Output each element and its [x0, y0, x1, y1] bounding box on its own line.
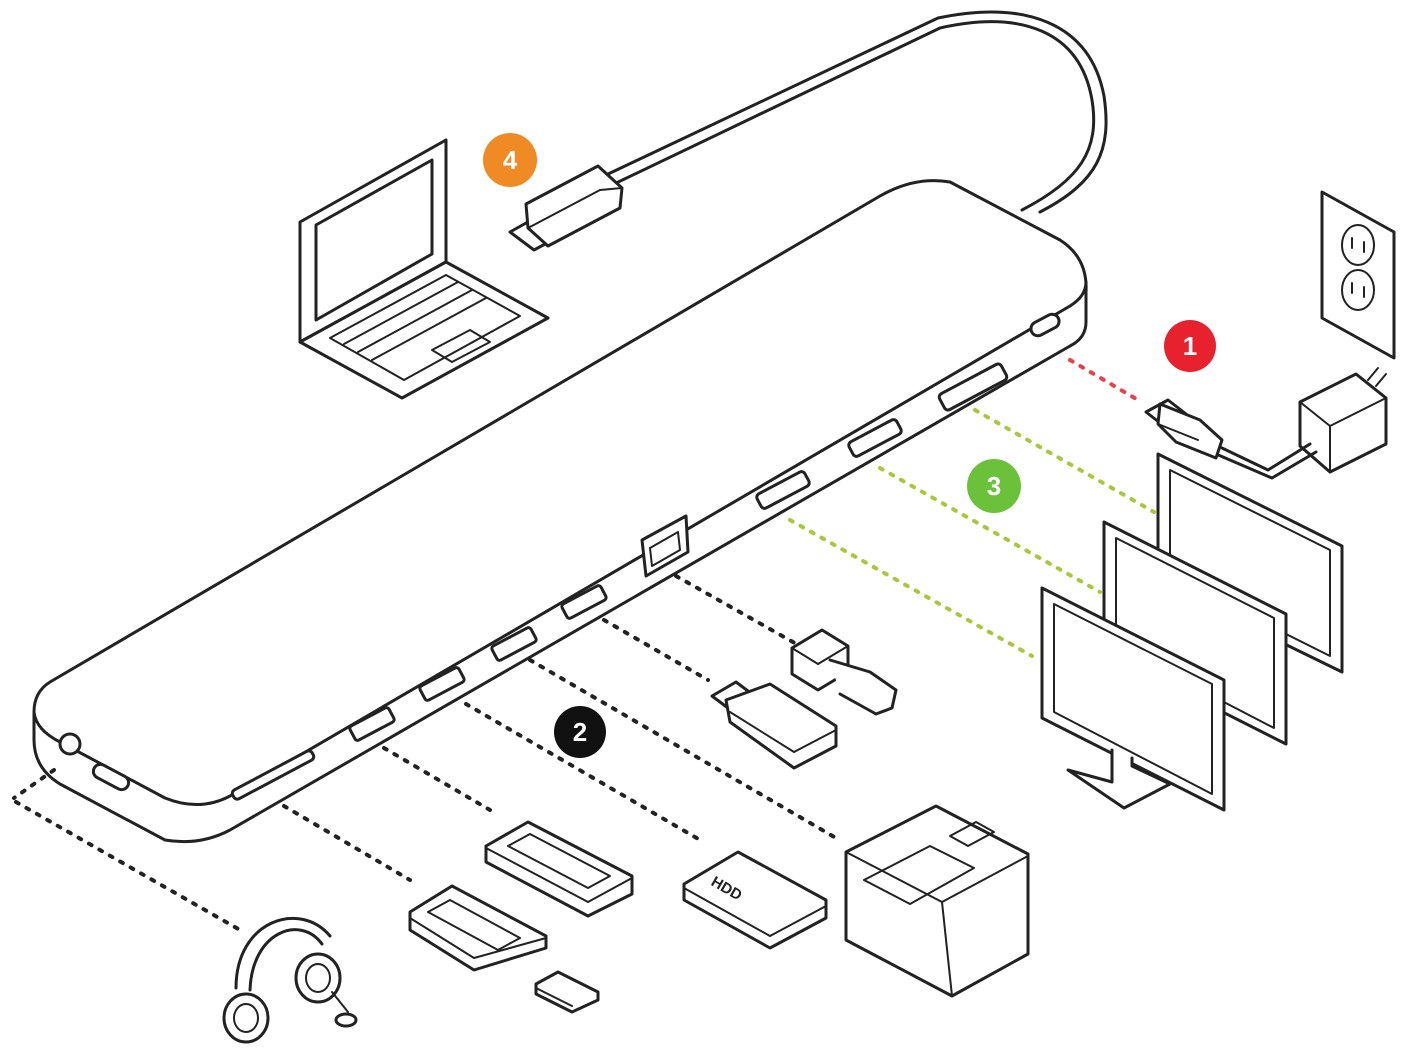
laptop-icon — [298, 138, 550, 400]
badge-1-circle — [1164, 320, 1216, 372]
badge-3-circle — [967, 459, 1021, 513]
badge-2: 2 — [554, 706, 606, 758]
badge-2-circle — [554, 706, 606, 758]
sd-line — [282, 804, 412, 882]
ethernet-line — [674, 574, 802, 648]
display-line-1 — [973, 408, 1156, 514]
smartphone-icon — [484, 820, 634, 918]
badge-3-label: 3 — [987, 471, 1001, 501]
usb-a-port-3 — [418, 666, 466, 702]
usb-line-2 — [528, 658, 838, 840]
badge-4: 4 — [483, 133, 537, 187]
badge-2-label: 2 — [573, 717, 587, 747]
usb-line-4 — [382, 746, 492, 812]
sd-card-icon — [408, 884, 548, 972]
connection-lines — [12, 358, 1156, 932]
wall-outlet-icon — [1320, 190, 1396, 360]
ethernet-plug-icon — [790, 628, 898, 716]
audio-line — [14, 800, 242, 932]
badge-1: 1 — [1164, 320, 1216, 372]
hdmi-port-1 — [847, 418, 903, 458]
hdmi-port-2 — [755, 470, 811, 510]
display-line-3 — [788, 518, 1034, 658]
audio-jack-port — [58, 732, 82, 756]
docking-hub — [32, 179, 1088, 844]
usb-a-port-4 — [348, 706, 396, 742]
printer-icon — [844, 804, 1030, 998]
power-adapter-icon — [1214, 367, 1388, 480]
usb-a-port-2 — [490, 626, 538, 662]
usb-a-port-1 — [560, 584, 608, 620]
usb-line-3 — [464, 702, 702, 842]
usb-c-port — [91, 762, 131, 792]
usb-c-plug-icon — [508, 164, 624, 252]
usb-line-1 — [602, 618, 710, 682]
monitor-icon — [1040, 452, 1344, 812]
badge-3: 3 — [967, 459, 1021, 513]
usb-c-power-plug-icon — [1144, 398, 1224, 460]
sd-card-slot — [230, 749, 316, 801]
micro-sd-card-icon — [534, 970, 600, 1014]
usb-c-line — [12, 768, 56, 800]
usb-flash-drive-icon — [710, 680, 838, 770]
power-line — [1068, 358, 1140, 402]
displayport-port — [937, 362, 1009, 412]
dc-in-port — [1029, 312, 1061, 338]
headphones-icon — [222, 916, 358, 1044]
usb-c-cable — [604, 10, 1108, 214]
badge-4-circle — [483, 133, 537, 187]
ethernet-port — [640, 514, 690, 578]
badge-4-label: 4 — [503, 145, 518, 175]
badge-1-label: 1 — [1183, 331, 1197, 361]
hdd-icon: HDD — [682, 850, 828, 950]
